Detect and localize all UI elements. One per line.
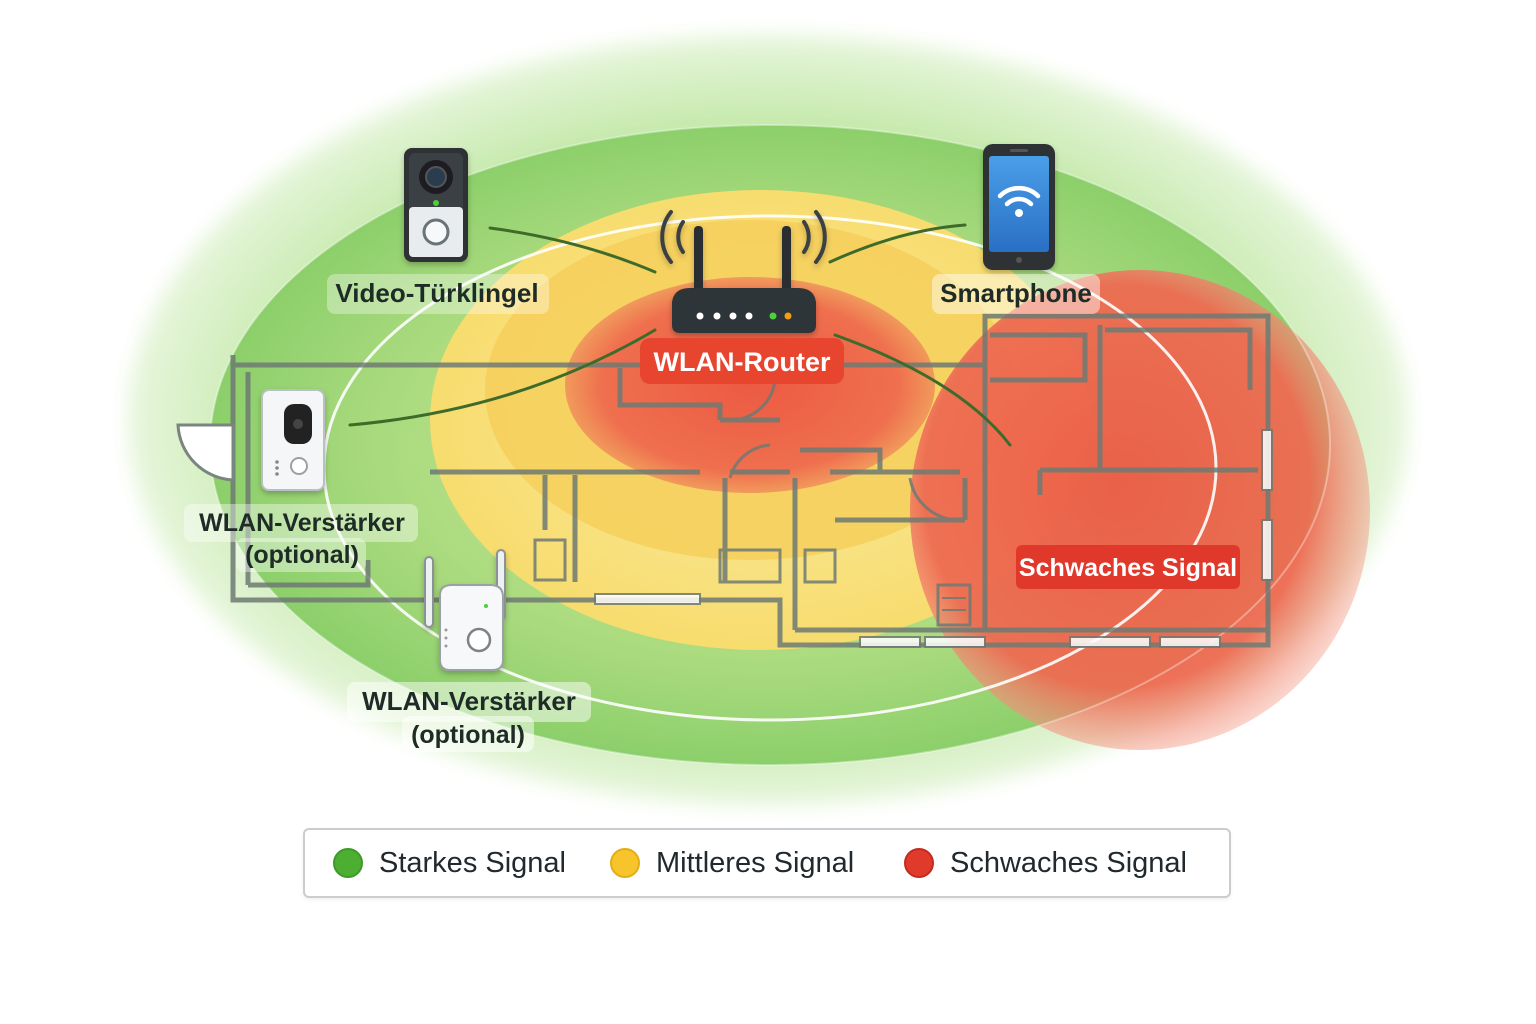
connection-lines [348, 223, 1012, 447]
wall-repeater-label: WLAN-Verstärker (optional) [184, 504, 418, 572]
legend-label-strong: Starkes Signal [379, 846, 566, 879]
smartphone-wifi-icon [983, 144, 1055, 270]
video-doorbell-icon [404, 148, 468, 262]
legend-item-strong: Starkes Signal [333, 830, 566, 896]
doorbell-label: Video-Türklingel [327, 274, 549, 314]
strong-signal-dot-icon [333, 848, 363, 878]
svg-text:WLAN-Verstärker: WLAN-Verstärker [362, 686, 576, 716]
weak-signal-zone-label: Schwaches Signal [1016, 545, 1240, 589]
floor-plan [230, 313, 1271, 648]
svg-text:WLAN-Router: WLAN-Router [654, 347, 831, 377]
link-router-smartphone [828, 223, 967, 264]
link-router-wall-repeater [348, 328, 657, 427]
legend-item-weak: Schwaches Signal [904, 830, 1187, 896]
svg-text:(optional): (optional) [411, 721, 525, 749]
link-router-doorbell [488, 226, 657, 274]
signal-legend: Starkes Signal Mittleres Signal Schwache… [303, 828, 1231, 898]
smartphone-label: Smartphone [932, 274, 1100, 314]
svg-text:Video-Türklingel: Video-Türklingel [335, 278, 538, 308]
legend-label-weak: Schwaches Signal [950, 846, 1187, 879]
legend-item-medium: Mittleres Signal [610, 830, 854, 896]
antenna-repeater-icon [424, 549, 506, 671]
link-router-floor-repeater [833, 333, 1012, 447]
floor-plan-windows [594, 429, 1273, 648]
router-hot-zone [565, 277, 935, 493]
weak-signal-dot-icon [904, 848, 934, 878]
svg-text:Schwaches Signal: Schwaches Signal [1019, 554, 1237, 582]
legend-label-medium: Mittleres Signal [656, 846, 855, 879]
medium-signal-dot-icon [610, 848, 640, 878]
floor-repeater-label: WLAN-Verstärker (optional) [347, 682, 591, 752]
wifi-router-icon [660, 210, 827, 333]
svg-text:WLAN-Verstärker: WLAN-Verstärker [199, 509, 405, 537]
front-door-arc [176, 423, 235, 482]
svg-text:(optional): (optional) [245, 541, 359, 569]
router-label: WLAN-Router [640, 338, 844, 384]
wall-repeater-icon [261, 389, 325, 491]
svg-text:Smartphone: Smartphone [940, 278, 1092, 308]
